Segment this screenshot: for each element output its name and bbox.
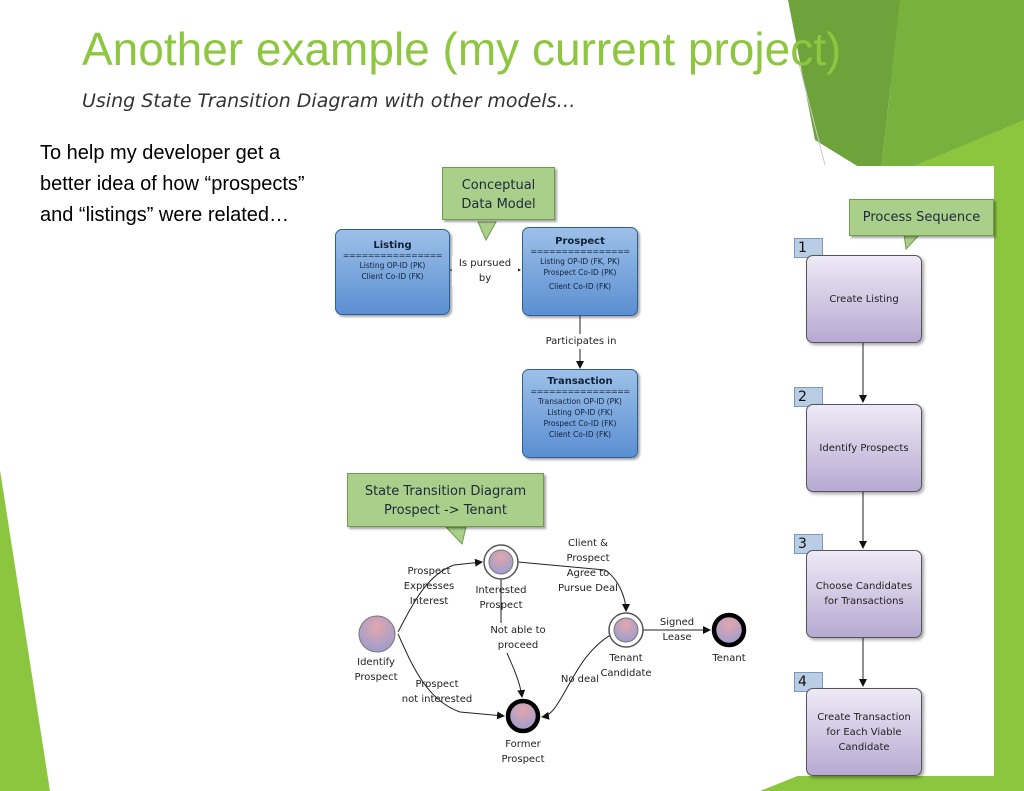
entity-separator: ================	[530, 387, 630, 396]
state-interested-prospect	[488, 549, 514, 575]
intro-line: better idea of how “prospects”	[40, 173, 305, 195]
state-diagram-callout: State Transition Diagram Prospect -> Ten…	[347, 473, 544, 527]
right-green-stripe-dark	[788, 0, 900, 180]
entity-separator: ================	[530, 247, 630, 256]
state-label-line: Tenant	[609, 653, 643, 664]
left-green-accent	[0, 470, 50, 791]
transition-not-interested	[397, 633, 505, 720]
transition-agree-to-pursue	[517, 561, 630, 612]
step-label: Create Listing	[829, 292, 898, 307]
state-label-line: Prospect	[501, 754, 545, 765]
step-label: Choose Candidates for Transactions	[816, 579, 912, 609]
callout-line: Conceptual	[461, 178, 536, 193]
state-label-line: Identify	[357, 657, 395, 668]
transition-label-line: not interested	[401, 694, 473, 705]
data-model-callout: Conceptual Data Model	[442, 167, 555, 220]
intro-line: To help my developer get a	[40, 142, 281, 164]
transition-label-agree-to-pursue: Client & Prospect Agree to Pursue Deal	[552, 536, 624, 596]
intro-line: and “listings” were related…	[40, 204, 289, 226]
step-label-line: for Transactions	[824, 596, 904, 607]
transition-label-no-deal: No deal	[560, 674, 600, 685]
transition-label-line: Prospect	[415, 679, 459, 690]
entity-attribute: Listing OP-ID (FK)	[547, 408, 613, 417]
entity-attribute: Transaction OP-ID (PK)	[538, 397, 622, 406]
intro-text: To help my developer get a better idea o…	[40, 138, 400, 231]
callout-line: Data Model	[461, 197, 536, 212]
transition-label-signed-lease: Signed Lease	[654, 615, 700, 645]
slide-subtitle: Using State Transition Diagram with othe…	[82, 90, 576, 112]
process-step-create-listing: Create Listing	[806, 255, 922, 343]
state-former-prospect-final	[505, 698, 541, 734]
relation-label-line: Is pursued	[458, 258, 512, 269]
entity-name: Prospect	[555, 236, 605, 247]
transition-label-line: Interest	[409, 596, 449, 607]
transition-label-line: Agree to	[566, 568, 610, 579]
transition-label-line: Prospect	[566, 553, 610, 564]
entity-name: Listing	[373, 240, 412, 251]
state-label-tenant: Tenant	[712, 653, 746, 664]
entity-attribute: Client Co-ID (FK)	[548, 282, 612, 291]
transition-label-line: Signed	[659, 617, 695, 628]
state-label-tenant-candidate: Tenant Candidate	[596, 651, 656, 681]
entity-attribute: Prospect Co-ID (PK)	[543, 268, 617, 277]
entity-attribute: Listing OP-ID (PK)	[359, 261, 426, 270]
transition-label-expresses-interest: Prospect Expresses Interest	[398, 564, 460, 609]
state-label-line: Prospect	[354, 672, 398, 683]
slide-title: Another example (my current project)	[82, 23, 842, 75]
right-green-stripe-mid	[880, 0, 1024, 180]
process-step-create-transaction: Create Transaction for Each Viable Candi…	[806, 688, 922, 776]
transition-no-deal	[541, 633, 613, 720]
state-label-line: Interested	[475, 585, 527, 596]
step-label-line: Identify Prospects	[819, 442, 909, 454]
process-sequence-callout: Process Sequence	[849, 199, 994, 236]
transition-label-not-able: Not able to proceed	[484, 623, 552, 653]
transition-expresses-interest	[397, 558, 483, 633]
state-label-identify-prospect: Identify Prospect	[346, 655, 406, 685]
state-label-interested-prospect: Interested Prospect	[470, 583, 532, 613]
entity-attribute: Client Co-ID (FK)	[548, 430, 612, 439]
state-tenant-candidate	[613, 617, 639, 643]
data-model-callout-tail	[477, 221, 497, 242]
state-label-line: Prospect	[479, 600, 523, 611]
relation-label-is-pursued-by: Is pursued by	[452, 256, 518, 286]
entity-attribute: Listing OP-ID (FK, PK)	[540, 257, 620, 266]
step-label-line: Create Listing	[829, 293, 899, 305]
callout-line: State Transition Diagram	[364, 484, 527, 499]
state-identify-prospect	[358, 615, 396, 653]
transition-label-not-interested: Prospect not interested	[396, 677, 478, 707]
state-label-line: Former	[505, 739, 541, 750]
step-label-line: Create Transaction	[817, 711, 911, 723]
entity-listing: Listing ================ Listing OP-ID (…	[335, 229, 450, 315]
entity-name: Transaction	[547, 376, 613, 387]
state-tenant-final	[711, 612, 747, 648]
state-callout-tail	[444, 526, 467, 546]
process-step-choose-candidates: Choose Candidates for Transactions	[806, 550, 922, 638]
step-label: Identify Prospects	[819, 441, 908, 456]
transition-label-line: Expresses	[403, 581, 455, 592]
transition-label-line: Prospect	[407, 566, 451, 577]
relation-label-line: by	[478, 273, 492, 284]
transition-label-line: Pursue Deal	[558, 583, 618, 594]
thin-decorative-line	[797, 59, 826, 166]
entity-transaction: Transaction ================ Transaction…	[522, 369, 638, 458]
step-label-line: Choose Candidates	[815, 581, 913, 592]
step-label-line: for Each Viable	[826, 726, 902, 738]
process-callout-tail	[903, 233, 922, 251]
entity-prospect: Prospect ================ Listing OP-ID …	[522, 227, 638, 316]
callout-line: Prospect -> Tenant	[383, 503, 507, 518]
entity-attribute: Client Co-ID (FK)	[361, 272, 424, 281]
process-step-identify-prospects: Identify Prospects	[806, 404, 922, 492]
step-label: Create Transaction for Each Viable Candi…	[817, 710, 911, 755]
transition-label-line: Client &	[568, 538, 608, 549]
entity-attribute: Prospect Co-ID (FK)	[543, 419, 617, 428]
state-label-line: Candidate	[600, 668, 652, 679]
transition-label-line: Lease	[662, 632, 692, 643]
entity-separator: ================	[342, 251, 443, 260]
transition-label-line: proceed	[497, 640, 539, 651]
state-label-former-prospect: Former Prospect	[493, 737, 553, 767]
relation-label-participates-in: Participates in	[536, 334, 626, 349]
step-label-line: Candidate	[838, 741, 890, 753]
transition-label-line: Not able to	[490, 625, 546, 636]
